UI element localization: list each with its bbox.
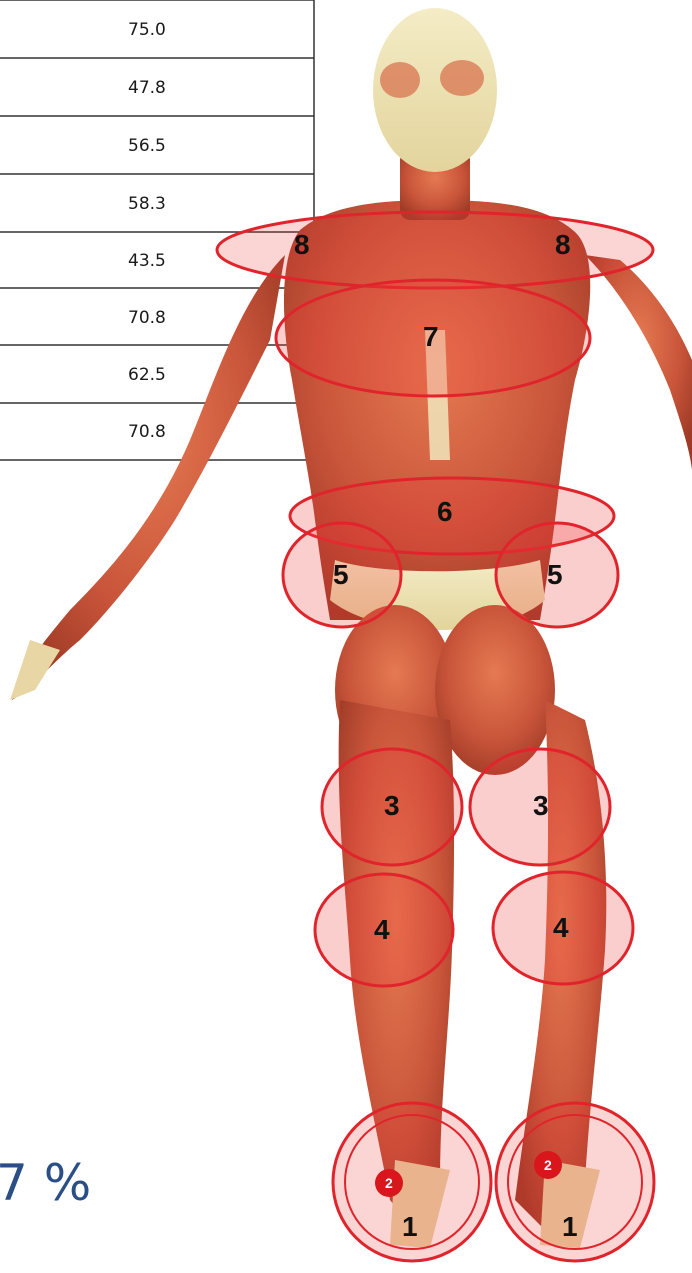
table-cell: 47.8 [128,78,166,98]
zone-8-ring [217,212,653,288]
percent-value: 7 % [0,1154,91,1212]
table-cell: 70.8 [128,308,166,328]
right-arm [585,255,692,470]
zone-6-label: 6 [437,496,453,527]
left-hand [10,640,60,700]
zone-3-right-label: 3 [533,790,549,821]
head-muscle [440,60,484,96]
head-muscle [380,62,420,98]
zone-5-right-label: 5 [547,559,563,590]
zone-4-right-label: 4 [553,912,569,943]
zone-3-left-label: 3 [384,790,400,821]
table-cell: 56.5 [128,136,166,156]
table-cell: 75.0 [128,20,166,40]
table-cell: 62.5 [128,365,166,385]
zone-7-label: 7 [423,321,439,352]
zone-4-left-label: 4 [374,914,390,945]
table-cell: 58.3 [128,194,166,214]
table-cell: 43.5 [128,251,166,271]
zone-8-right-label: 8 [555,229,571,260]
zone-5-left-label: 5 [333,559,349,590]
zone-1-right-label: 1 [562,1211,578,1242]
table-cell: 70.8 [128,422,166,442]
zone-8-left-label: 8 [294,229,310,260]
zone-1-left-label: 1 [402,1211,418,1242]
zone-2-right-label: 2 [544,1157,552,1173]
zone-2-left-label: 2 [385,1175,393,1191]
